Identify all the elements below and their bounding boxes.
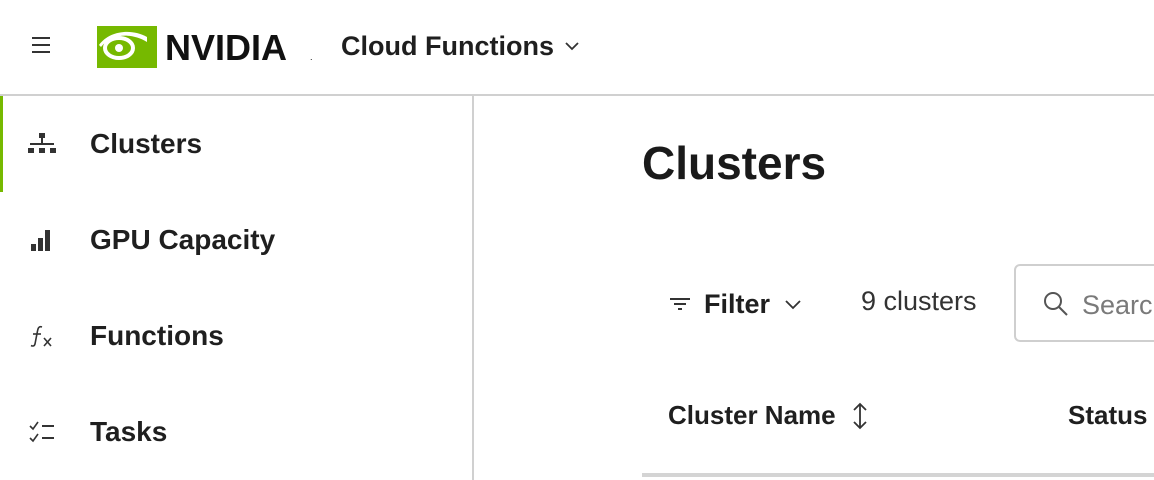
sidebar-item-gpu-capacity[interactable]: GPU Capacity [0,192,472,288]
cluster-count: 9 clusters [861,286,977,316]
tasks-icon [27,417,57,447]
chevron-down-icon [785,300,801,310]
page-title: Clusters [642,137,827,189]
search-input[interactable] [1080,284,1154,326]
function-icon [27,321,57,351]
hamburger-menu-icon[interactable] [30,33,54,57]
search-box[interactable] [1014,264,1154,342]
table-header-divider [642,473,1154,477]
sidebar: Clusters GPU Capacity Functions [0,96,474,480]
sidebar-item-functions[interactable]: Functions [0,288,472,384]
sidebar-item-label: GPU Capacity [90,224,276,255]
column-header-label: Cluster Name [668,400,836,430]
chevron-down-icon [565,42,579,51]
svg-text:NVIDIA: NVIDIA [165,27,287,68]
sort-icon [852,402,867,429]
column-header-cluster-name[interactable]: Cluster Name [668,400,870,431]
filter-button[interactable]: Filter [668,284,802,324]
sidebar-item-label: Functions [90,320,224,351]
column-header-label: Status [1068,400,1148,430]
svg-text:.: . [310,52,313,62]
sidebar-item-clusters[interactable]: Clusters [0,96,472,192]
bar-chart-icon [27,225,57,255]
sidebar-item-label: Clusters [90,128,203,159]
top-header: NVIDIA . Cloud Functions [0,0,1154,96]
search-icon [1044,292,1068,316]
product-switcher[interactable]: Cloud Functions [341,28,580,64]
cluster-icon [27,129,57,159]
sidebar-item-tasks[interactable]: Tasks [0,384,472,480]
nvidia-logo[interactable]: NVIDIA . [97,26,317,68]
column-header-status[interactable]: Status [1068,400,1147,431]
main-content: Clusters Filter 9 clusters Cluster Name … [474,96,1154,480]
filter-icon [670,298,690,310]
sidebar-item-label: Tasks [90,416,168,447]
product-name: Cloud Functions [341,30,554,61]
filter-label: Filter [704,288,771,319]
